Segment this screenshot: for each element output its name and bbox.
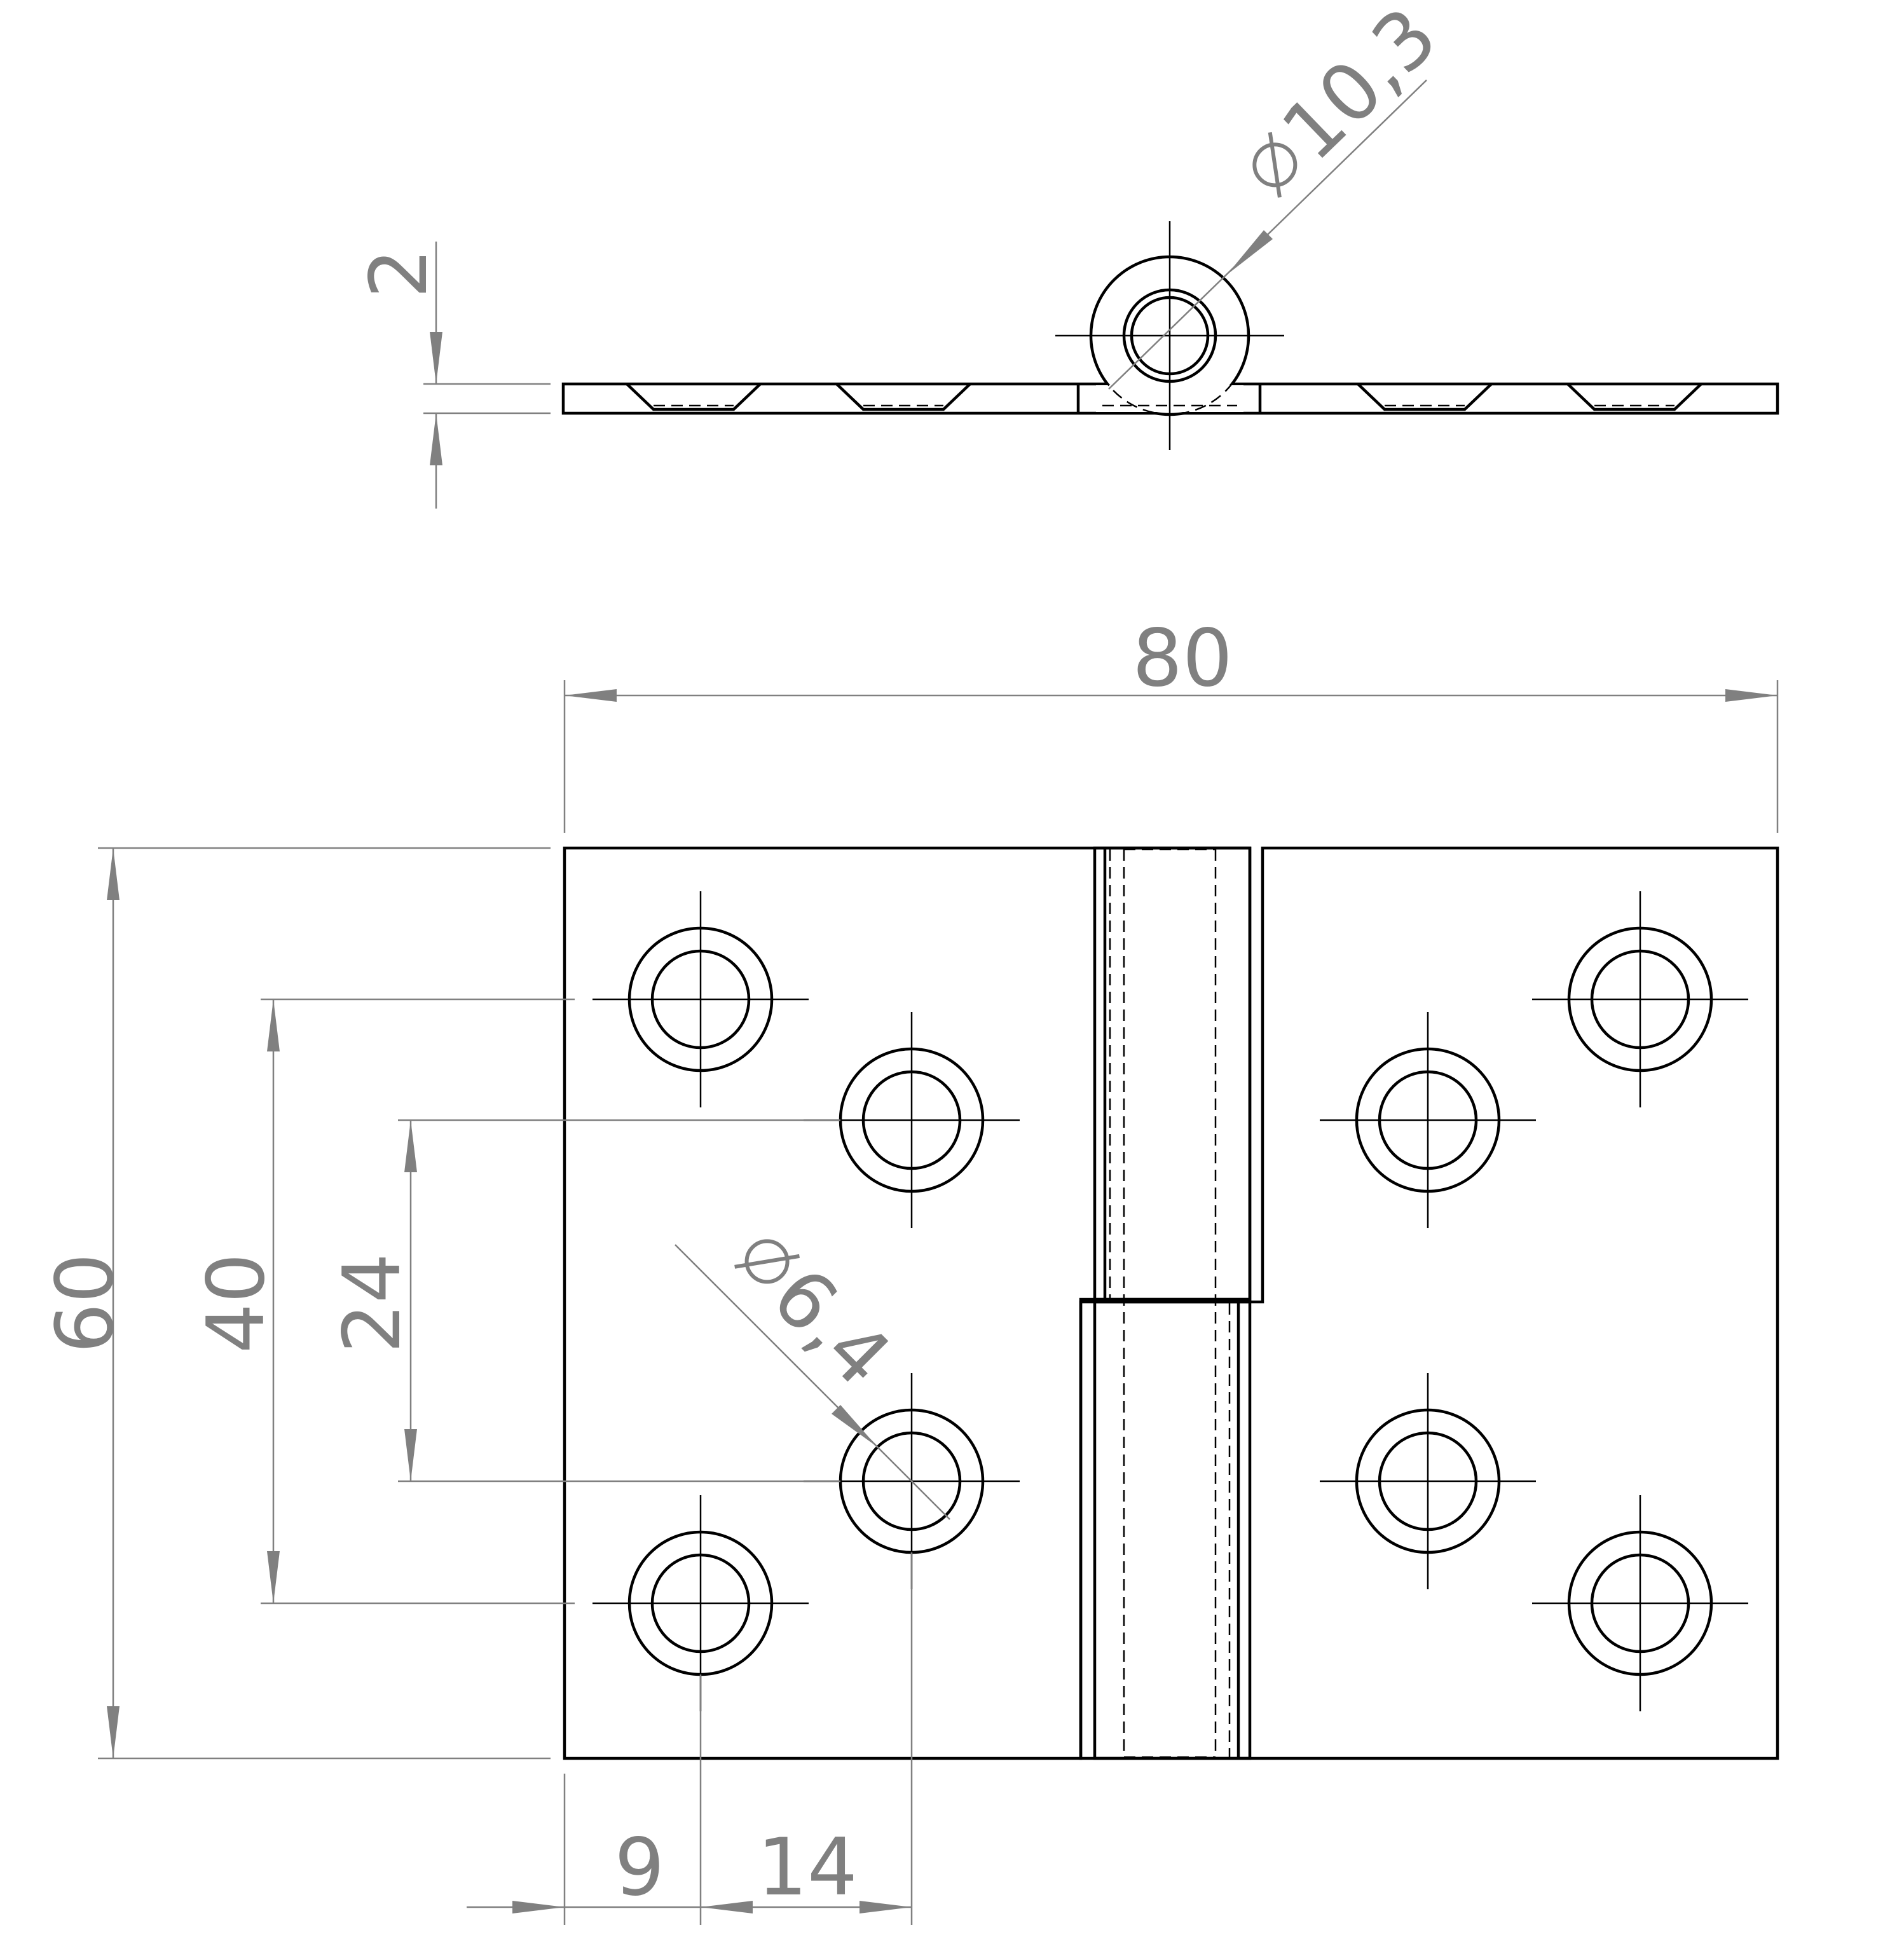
inner-hole-pitch-value: 24 xyxy=(327,1253,418,1353)
hole-row-spacing-value: 14 xyxy=(757,1822,858,1913)
thickness-dimension: 2 xyxy=(353,242,551,509)
thickness-value: 2 xyxy=(353,249,445,299)
hidden-pin xyxy=(1109,848,1231,1758)
outer-hole-pitch-value: 40 xyxy=(191,1253,282,1353)
screw-hole xyxy=(1320,1012,1536,1228)
screw-hole xyxy=(1532,891,1748,1107)
inner-hole-pitch-dimension: 24 xyxy=(327,1119,840,1482)
overall-height-value: 60 xyxy=(39,1253,131,1353)
side-view-knuckle xyxy=(1055,221,1284,450)
overall-width-dimension: 80 xyxy=(563,613,1779,833)
hole-edge-offset-value: 9 xyxy=(615,1822,665,1913)
diameter-symbol-icon xyxy=(734,1239,800,1284)
overall-width-value: 80 xyxy=(1132,613,1233,704)
upper-knuckle xyxy=(1093,846,1252,1301)
outer-hole-pitch-dimension: 40 xyxy=(191,998,575,1605)
hole-offset-dimensions: 9 14 xyxy=(467,1552,913,1925)
hole-diameter-value: 6,4 xyxy=(755,1250,908,1404)
lower-knuckle xyxy=(1079,1300,1252,1760)
side-view: 2 10,3 xyxy=(353,0,1779,509)
pin-diameter-value: 10,3 xyxy=(1265,0,1455,179)
hole-diameter-dimension: 6,4 xyxy=(675,1239,950,1520)
side-view-countersinks xyxy=(626,383,1702,411)
overall-height-dimension: 60 xyxy=(39,847,551,1760)
screw-hole xyxy=(592,891,809,1107)
front-view xyxy=(563,846,1779,1760)
screw-hole xyxy=(1532,1495,1748,1711)
diameter-symbol-icon xyxy=(1252,132,1298,198)
screw-hole xyxy=(1320,1373,1536,1589)
